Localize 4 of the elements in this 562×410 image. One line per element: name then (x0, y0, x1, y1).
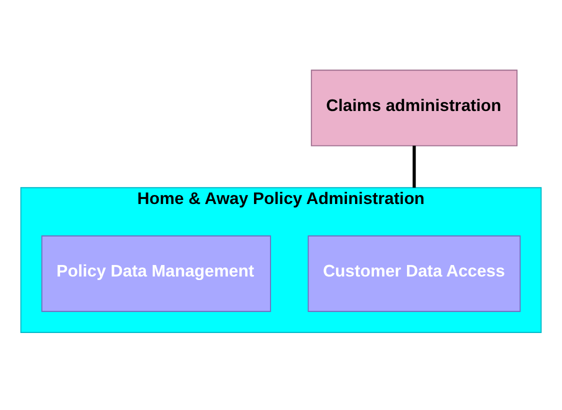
node-box: Policy Data Management (41, 234, 272, 312)
node-box: Claims administration (310, 69, 518, 146)
connector (412, 145, 416, 188)
node-box: Customer Data Access (308, 234, 521, 312)
